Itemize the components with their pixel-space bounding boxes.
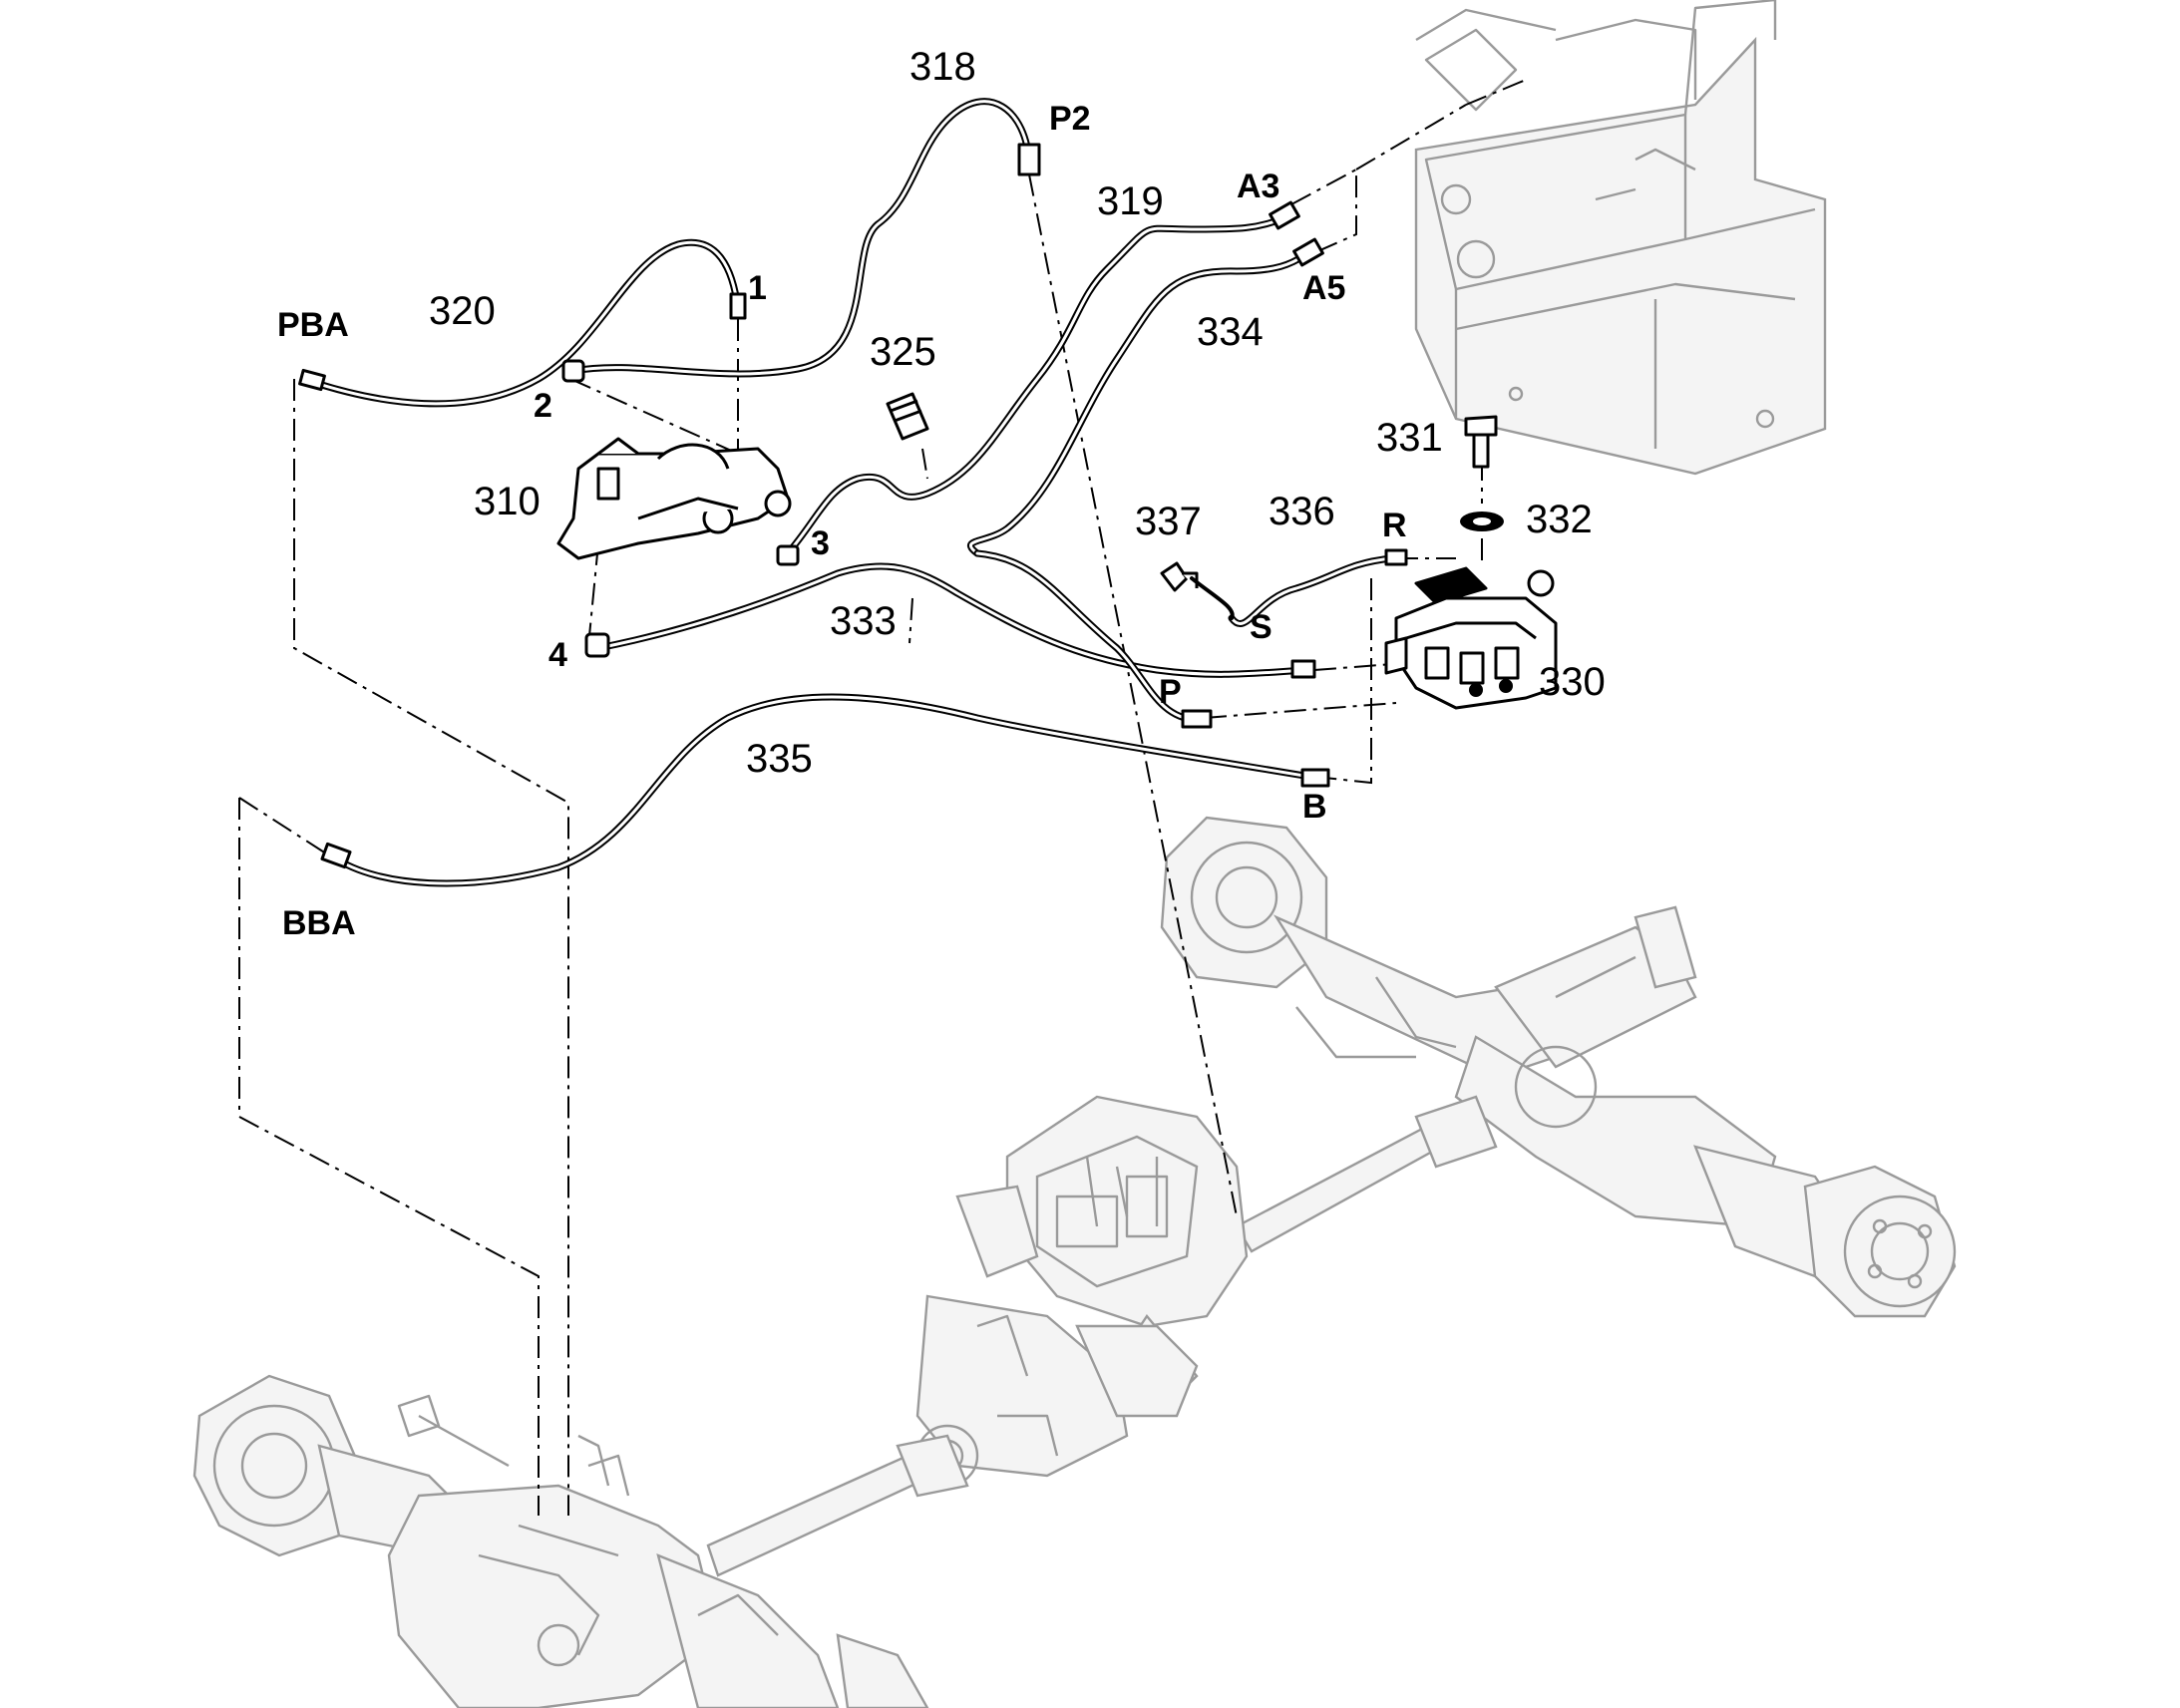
callout-333: 333 <box>830 599 897 643</box>
callout-310: 310 <box>474 480 541 523</box>
callout-S: S <box>1250 608 1272 646</box>
rear-axle-assembly <box>1160 816 1957 1318</box>
part-330-pedal-valve <box>1384 566 1558 710</box>
callout-336: 336 <box>1269 490 1335 533</box>
transmission-assembly <box>915 1095 1249 1488</box>
callout-320: 320 <box>429 289 496 333</box>
callout-4: 4 <box>548 636 567 674</box>
callout-1: 1 <box>748 269 767 307</box>
callout-A5: A5 <box>1302 269 1345 307</box>
leader-lines <box>238 79 1527 1516</box>
callout-330: 330 <box>1539 660 1606 704</box>
fittings <box>298 143 1408 869</box>
callout-331: 331 <box>1376 416 1443 460</box>
part-337-sensor <box>1160 561 1235 620</box>
callout-334: 334 <box>1197 310 1264 354</box>
callout-2: 2 <box>534 387 552 425</box>
callout-3: 3 <box>811 524 830 562</box>
hose-320 <box>305 238 742 408</box>
hoses <box>305 98 1395 887</box>
callout-B: B <box>1302 788 1327 826</box>
part-331-bolt <box>1464 415 1498 469</box>
part-332-washer <box>1460 512 1504 531</box>
part-310-bracket <box>556 437 792 560</box>
callout-P: P <box>1159 673 1182 711</box>
callout-318: 318 <box>909 45 976 89</box>
front-axle-assembly <box>192 1374 929 1708</box>
callout-325: 325 <box>870 330 936 374</box>
callout-335: 335 <box>746 737 813 781</box>
callout-PBA: PBA <box>277 306 349 344</box>
callout-A3: A3 <box>1237 168 1279 205</box>
callout-337: 337 <box>1135 500 1202 543</box>
callout-332: 332 <box>1526 498 1593 541</box>
lower-drive-shaft <box>706 1434 969 1577</box>
hose-318 <box>569 98 1033 378</box>
cab-mount-housing <box>1414 0 1827 476</box>
callout-R: R <box>1382 507 1407 544</box>
callout-BBA: BBA <box>282 904 356 942</box>
part-325-clamp <box>886 392 929 441</box>
callout-319: 319 <box>1097 179 1164 223</box>
callout-P2: P2 <box>1049 100 1091 138</box>
upper-drive-shaft <box>1235 1095 1498 1253</box>
callout-labels: 318 P2 319 A3 A5 320 1 PBA 325 334 2 331… <box>277 45 1606 942</box>
